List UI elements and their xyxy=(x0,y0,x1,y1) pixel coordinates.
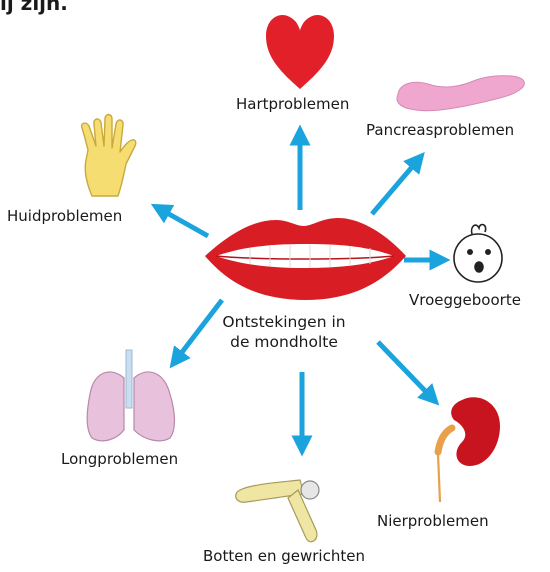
bone-joint-icon xyxy=(236,480,319,542)
label-heart: Hartproblemen xyxy=(236,95,349,113)
label-premature: Vroeggeboorte xyxy=(409,291,521,309)
hand-icon xyxy=(82,115,136,197)
label-lungs: Longproblemen xyxy=(61,450,178,468)
label-pancreas: Pancreasproblemen xyxy=(366,121,514,139)
kidney-icon xyxy=(438,397,500,502)
arrow-to-lungs xyxy=(176,300,222,360)
baby-face-icon xyxy=(454,225,502,282)
heart-icon xyxy=(266,15,334,89)
lungs-icon xyxy=(87,350,174,441)
arrow-to-kidney xyxy=(378,342,432,398)
label-kidney: Nierproblemen xyxy=(377,512,489,530)
arrow-to-pancreas xyxy=(372,160,418,214)
label-bones: Botten en gewrichten xyxy=(203,547,365,565)
arrow-to-skin xyxy=(160,209,208,236)
label-skin: Huidproblemen xyxy=(7,207,122,225)
center-label-line2: de mondholte xyxy=(220,332,348,352)
lips-icon xyxy=(205,218,406,300)
pancreas-icon xyxy=(397,76,524,111)
center-label: Ontstekingen in de mondholte xyxy=(220,312,348,352)
center-label-line1: Ontstekingen in xyxy=(220,312,348,332)
header-text: ij zijn. xyxy=(0,0,68,15)
